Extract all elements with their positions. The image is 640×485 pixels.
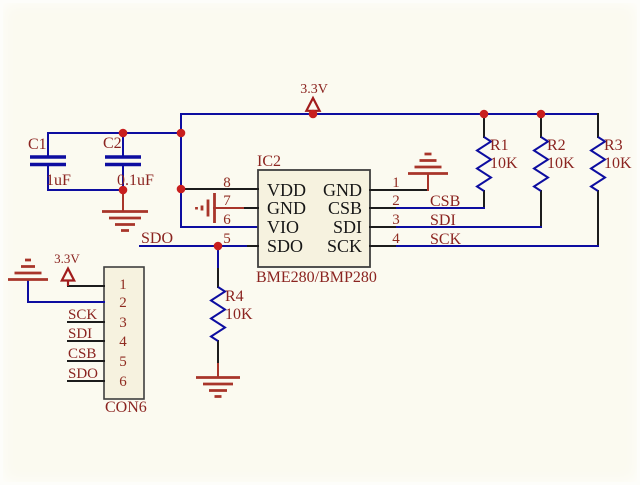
ic-pin-name-gnd2: GND xyxy=(323,180,362,200)
earth-ground-icon xyxy=(8,258,48,281)
ground-symbol-pin7 xyxy=(195,193,244,223)
con6-body xyxy=(103,266,145,400)
junction-dots xyxy=(118,109,546,251)
c2-ref: C2 xyxy=(103,135,122,152)
junction-dot xyxy=(536,109,546,119)
pin-number-7: 7 xyxy=(223,193,231,209)
ic-pin-name-gnd: GND xyxy=(267,198,306,218)
junction-dot xyxy=(176,128,186,138)
earth-ground-icon xyxy=(195,193,216,223)
r2-value: 10K xyxy=(547,155,575,172)
resistor-icon xyxy=(475,136,493,192)
power-arrow-icon xyxy=(304,95,322,112)
ground-symbol-con6 xyxy=(8,258,48,281)
con6-pin-2: 2 xyxy=(119,295,127,311)
pin-number-5: 5 xyxy=(223,231,231,247)
r2-ref: R2 xyxy=(547,137,566,154)
c1-value: 1uF xyxy=(46,172,71,189)
net-label-sdo: SDO xyxy=(141,230,173,247)
power-3v3-symbol-con6: 3.3V xyxy=(54,251,80,286)
ic-pin-name-sdi: SDI xyxy=(333,217,362,237)
junction-dot xyxy=(118,185,128,195)
capacitor-icon xyxy=(30,155,66,167)
ic-pin-name-sck: SCK xyxy=(327,236,362,256)
pin-number-4: 4 xyxy=(392,231,400,247)
ic-pin-name-vdd: VDD xyxy=(267,180,306,200)
vdd-branch-wire xyxy=(180,113,259,228)
con6-pin-1: 1 xyxy=(119,277,127,293)
resistor-icon xyxy=(532,136,550,192)
con6-net-sdo: SDO xyxy=(68,366,98,382)
earth-ground-icon xyxy=(102,210,148,232)
ground-symbol-caps xyxy=(102,189,148,232)
con6-net-sdi: SDI xyxy=(68,326,92,342)
net-label-sdi: SDI xyxy=(430,212,456,229)
ic2-body xyxy=(257,169,371,268)
junction-dot xyxy=(176,184,186,194)
r4-value: 10K xyxy=(225,306,253,323)
ic2-ref: IC2 xyxy=(257,153,281,170)
sdo-net: SDO xyxy=(139,230,247,247)
pin-number-8: 8 xyxy=(223,175,231,191)
con6-net-sck: SCK xyxy=(68,307,97,323)
r4-ref: R4 xyxy=(225,288,244,305)
capacitor-c1: C1 1uF xyxy=(28,132,71,191)
r1-value: 10K xyxy=(490,155,518,172)
con6-pin-4: 4 xyxy=(119,334,127,350)
connector-con6: CON6 1 2 3 4 5 6 SCK SDI CSB SDO 3.3V xyxy=(8,251,147,416)
power-label-main: 3.3V xyxy=(300,82,328,97)
junction-dot xyxy=(118,128,128,138)
c1-ref: C1 xyxy=(28,136,47,153)
pin-number-1: 1 xyxy=(392,175,400,191)
con6-pin-5: 5 xyxy=(119,354,127,370)
pin-number-6: 6 xyxy=(223,212,231,228)
junction-dot xyxy=(213,241,223,251)
power-3v3-symbol-main: 3.3V xyxy=(300,82,328,114)
ic-pin-name-sdo: SDO xyxy=(267,236,303,256)
con6-ref: CON6 xyxy=(105,399,147,416)
con6-pin2-wire xyxy=(27,279,105,303)
resistor-r4: R4 10K xyxy=(196,245,253,398)
power-label-con6: 3.3V xyxy=(54,251,80,266)
net-label-csb: CSB xyxy=(430,193,460,210)
con6-signal-wires xyxy=(67,321,105,382)
pin-number-3: 3 xyxy=(392,212,400,228)
r3-ref: R3 xyxy=(604,137,623,154)
pin-number-2: 2 xyxy=(392,193,400,209)
junction-dot xyxy=(308,109,318,119)
net-label-sck: SCK xyxy=(430,231,462,248)
resistor-icon xyxy=(209,286,227,342)
con6-net-csb: CSB xyxy=(68,346,96,362)
resistor-r3: R3 10K xyxy=(589,113,632,247)
ground-symbol-r4 xyxy=(196,363,240,398)
con6-pin-3: 3 xyxy=(119,315,127,331)
earth-ground-icon xyxy=(196,376,240,398)
ic2-component: IC2 BME280/BMP280 VDD GND VIO SDO GND CS… xyxy=(180,153,429,286)
capacitor-icon xyxy=(105,155,141,167)
con6-pin-6: 6 xyxy=(119,374,127,390)
ground-symbol-pin1 xyxy=(408,152,448,191)
ic-pin-name-csb: CSB xyxy=(328,198,362,218)
pullup-resistors: R1 10K R2 10K R3 10K CSB SDI SCK xyxy=(396,113,632,248)
r1-ref: R1 xyxy=(490,137,509,154)
junction-dot xyxy=(479,109,489,119)
c2-value: 0.1uF xyxy=(117,172,154,189)
earth-ground-icon xyxy=(408,152,448,175)
power-rail-3v3 xyxy=(47,113,599,228)
ic-pin-name-vio: VIO xyxy=(267,217,299,237)
capacitor-c2: C2 0.1uF xyxy=(103,132,154,191)
resistor-r1: R1 10K xyxy=(475,113,518,209)
r3-value: 10K xyxy=(604,155,632,172)
ic2-part-number: BME280/BMP280 xyxy=(256,269,377,286)
resistor-r2: R2 10K xyxy=(532,113,575,228)
power-arrow-icon xyxy=(59,266,77,282)
resistor-icon xyxy=(589,136,607,192)
